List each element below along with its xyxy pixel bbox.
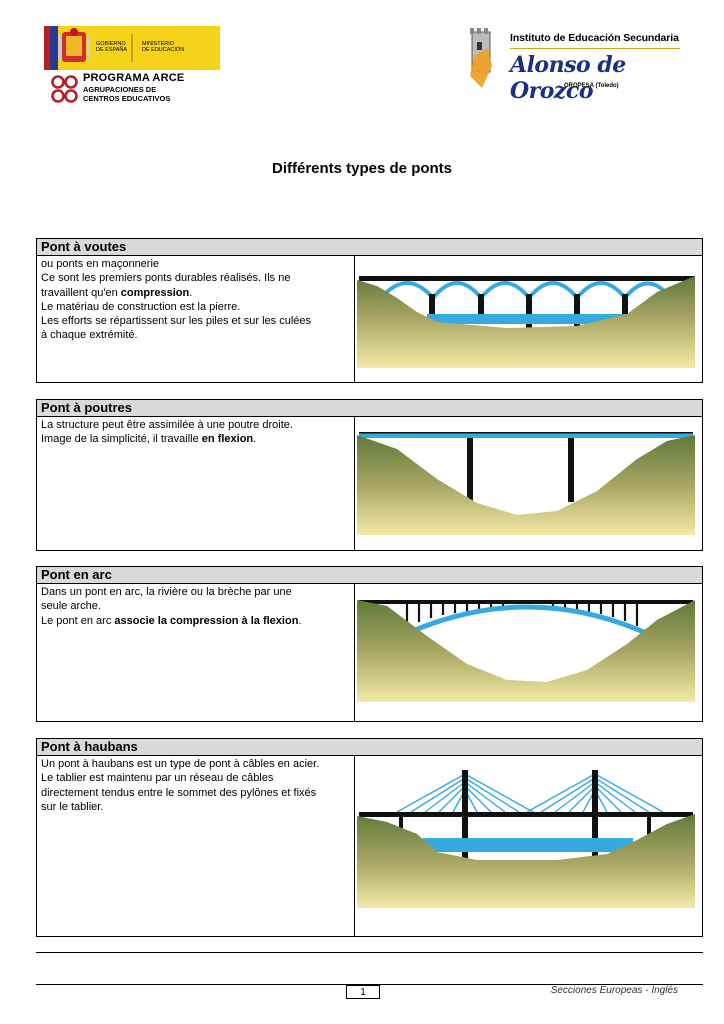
text-line: Ce sont les premiers ponts durables réal…: [41, 271, 351, 285]
arce-rings-icon: [51, 75, 78, 103]
bold-text-run: associe la compression à la flexion: [114, 614, 299, 627]
page-number: 1: [346, 985, 380, 999]
arce-subtitle-2: CENTROS EDUCATIVOS: [83, 94, 171, 103]
section-text: ou ponts en maçonnerie Ce sont les premie…: [41, 257, 351, 343]
ies-alonso-de-orozco-logo: Instituto de Educación Secundaria Alonso…: [462, 26, 692, 104]
text-run: Dans un pont en arc, la rivière ou la br…: [41, 586, 292, 598]
footer-rule: [36, 984, 703, 985]
text-line: Le pont en arc associe la compression à …: [41, 614, 351, 628]
page-title: Différents types de ponts: [271, 160, 453, 177]
footer-label: Secciones Europeas - Inglés: [550, 985, 678, 996]
column-divider: [354, 756, 355, 936]
arce-title: PROGRAMA ARCE: [83, 72, 185, 84]
tower-icon: [470, 28, 492, 88]
programa-arce-logo: PROGRAMA ARCE AGRUPACIONES DE CENTROS ED…: [50, 72, 230, 108]
text-run: Un pont à haubans est un type de pont à …: [41, 758, 320, 770]
footer-separator: [36, 952, 703, 953]
spain-coat-of-arms-icon: [44, 26, 220, 70]
arce-subtitle-1: AGRUPACIONES DE: [83, 85, 157, 94]
section-text: Dans un pont en arc, la rivière ou la br…: [41, 585, 351, 628]
text-line: sur le tablier.: [41, 800, 351, 814]
text-line: ou ponts en maçonnerie: [41, 257, 351, 271]
section-pont-a-haubans: Pont à haubans Un pont à haubans est un …: [36, 738, 703, 937]
gobierno-logo: GOBIERNO DE ESPAÑA MINISTERIO DE EDUCACI…: [44, 26, 220, 70]
text-line: La structure peut être assimilée à une p…: [41, 418, 351, 432]
section-heading: Pont en arc: [37, 567, 702, 584]
text-line: Dans un pont en arc, la rivière ou la br…: [41, 585, 351, 599]
text-run: Les efforts se répartissent sur les pile…: [41, 315, 312, 328]
text-line: à chaque extrémité.: [41, 328, 351, 342]
text-run: Image de la simplicité, il travaille: [41, 433, 202, 446]
bold-text-run: en flexion: [201, 433, 254, 446]
section-pont-en-arc: Pont en arc Dans un pont en arc, la rivi…: [36, 566, 703, 722]
ies-line-3: OROPESA (Toledo): [564, 83, 619, 89]
text-line: Les efforts se répartissent sur les pile…: [41, 314, 351, 328]
text-run: La structure peut être assimilée à une p…: [41, 419, 293, 431]
text-line: Le tablier est maintenu par un réseau de…: [41, 771, 351, 785]
arch-bridge-illustration: [357, 276, 695, 368]
ies-line-2: Alonso de Orozco: [510, 52, 626, 104]
ies-line-1: Instituto de Educación Secundaria: [510, 32, 679, 44]
text-line: seule arche.: [41, 599, 351, 613]
section-text: Un pont à haubans est un type de pont à …: [41, 757, 351, 814]
text-line: Image de la simplicité, il travaille en …: [41, 432, 351, 446]
text-line: travaillent qu'en compression.: [41, 286, 351, 300]
section-pont-a-poutres: Pont à poutres La structure peut être as…: [36, 399, 703, 551]
section-pont-a-voutes: Pont à voutes ou ponts en maçonnerie Ce s…: [36, 238, 703, 383]
text-run: travaillent qu'en: [41, 286, 121, 299]
text-run: ou ponts en maçonnerie: [41, 258, 160, 270]
text-run: .: [189, 286, 193, 299]
column-divider: [354, 584, 355, 721]
text-run: .: [298, 614, 302, 627]
text-run: seule arche.: [41, 600, 101, 613]
section-text: La structure peut être assimilée à une p…: [41, 418, 351, 447]
text-run: Le pont en arc: [41, 614, 115, 627]
bold-text-run: compression: [120, 286, 190, 299]
section-heading: Pont à poutres: [37, 400, 702, 417]
text-run: Ce sont les premiers ponts durables réal…: [41, 272, 291, 285]
column-divider: [354, 256, 355, 382]
text-run: Le matériau de construction est la pierr…: [41, 300, 241, 313]
arc-bridge-illustration: [357, 600, 695, 702]
gov-right-text: MINISTERIO DE EDUCACIÓN: [142, 41, 185, 53]
text-run: directement tendus entre le sommet des p…: [41, 786, 317, 799]
ies-divider: [510, 48, 680, 49]
column-divider: [354, 417, 355, 550]
section-heading: Pont à voutes: [37, 239, 702, 256]
text-line: directement tendus entre le sommet des p…: [41, 786, 351, 800]
section-heading: Pont à haubans: [37, 739, 702, 756]
cable-stayed-bridge-illustration: [357, 770, 695, 908]
gov-left-text: GOBIERNO DE ESPAÑA: [96, 41, 128, 53]
text-run: Le tablier est maintenu par un réseau de…: [41, 772, 274, 785]
text-line: Le matériau de construction est la pierr…: [41, 300, 351, 314]
text-run: sur le tablier.: [41, 800, 104, 813]
beam-bridge-illustration: [357, 432, 695, 535]
text-run: .: [253, 433, 257, 446]
text-line: Un pont à haubans est un type de pont à …: [41, 757, 351, 771]
text-run: à chaque extrémité.: [41, 329, 138, 342]
